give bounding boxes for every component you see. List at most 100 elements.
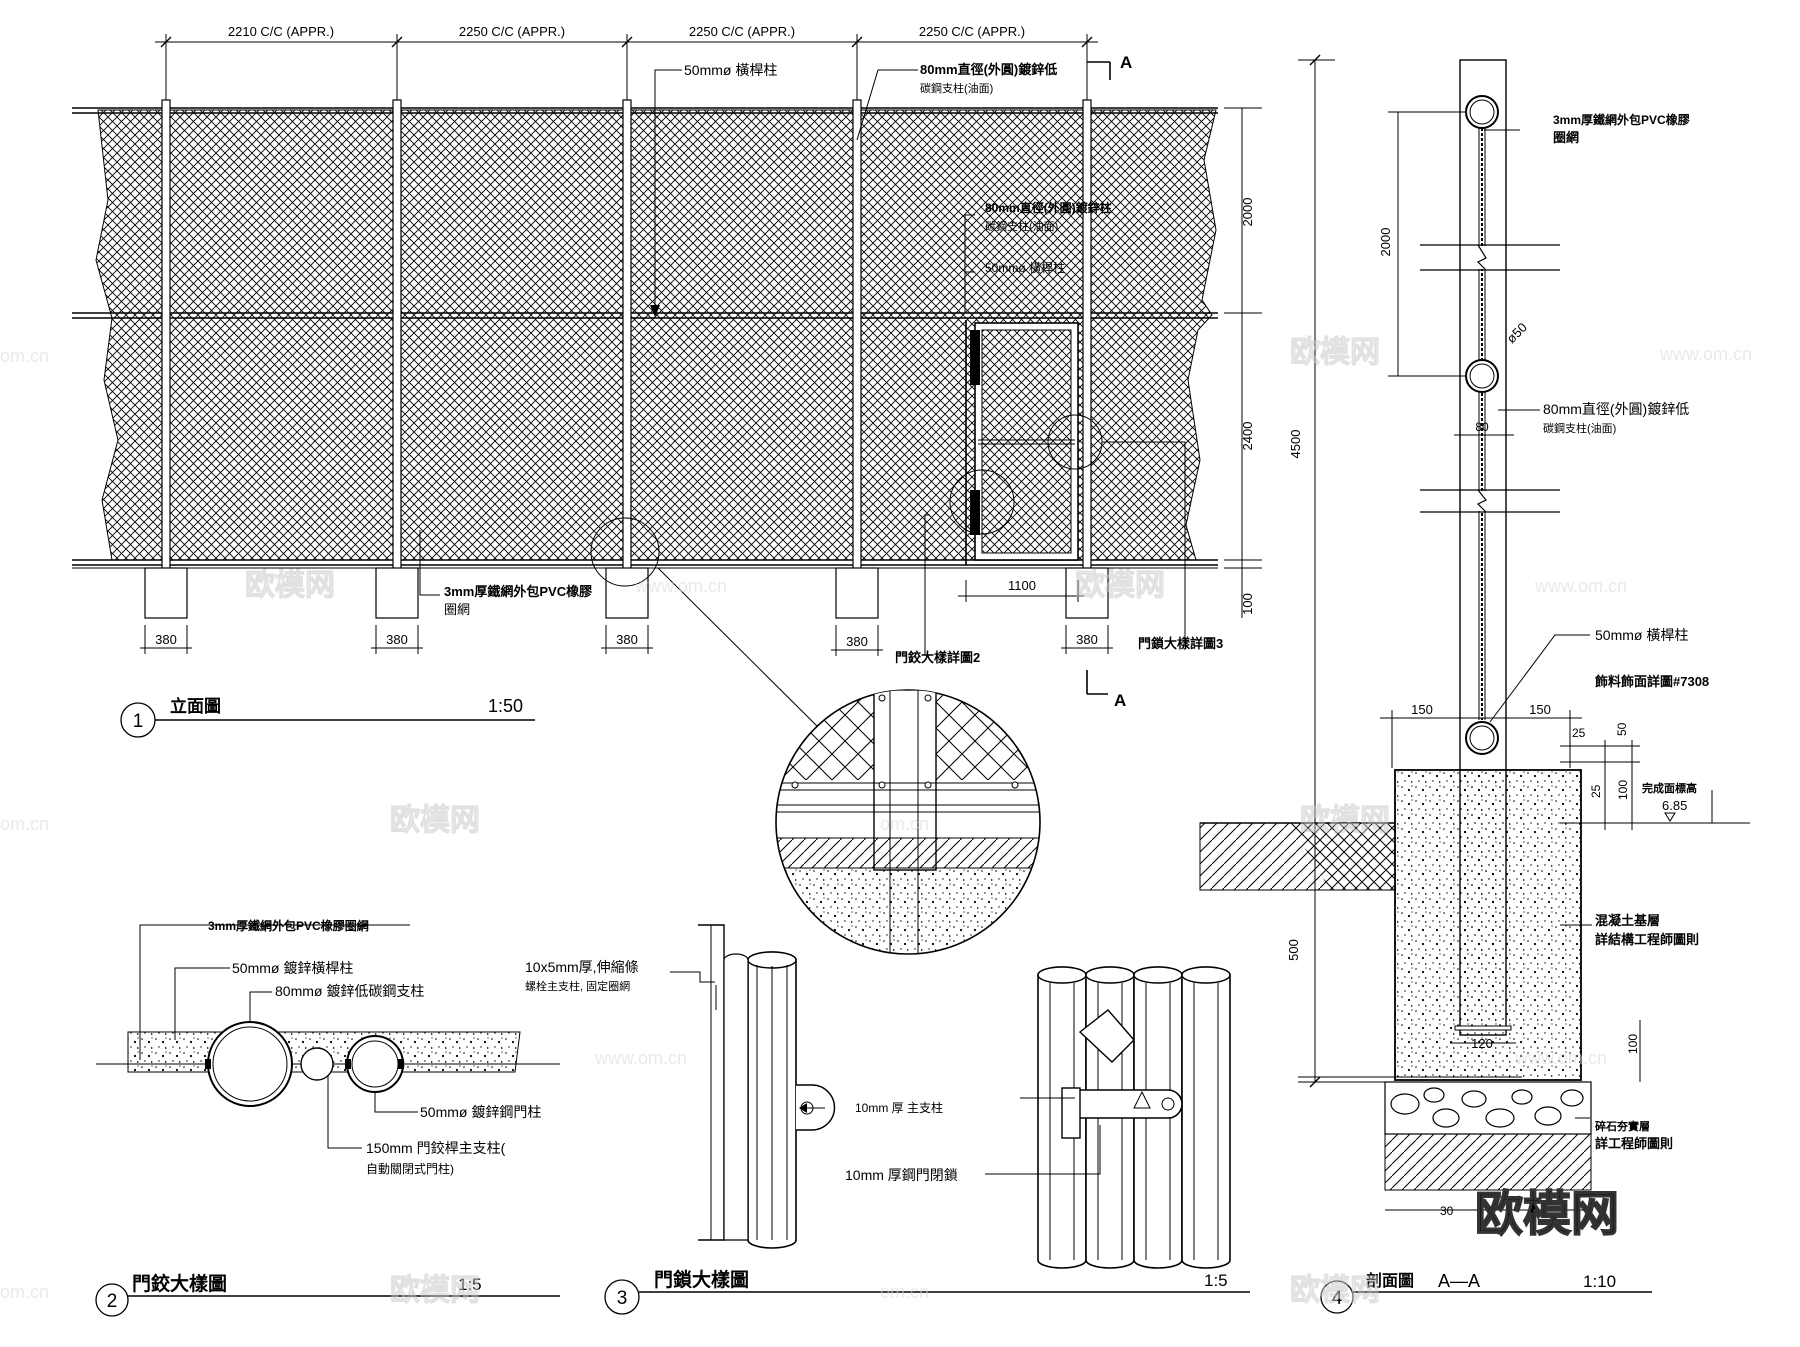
footing (144, 567, 188, 619)
drawing-scale: 1:5 (1204, 1271, 1228, 1290)
footing (1065, 567, 1109, 619)
watermark-url: www.om.cn (634, 576, 727, 596)
section-dim-80: 80 (1475, 420, 1489, 434)
post-label-2: 碳鋼支柱(油面) (920, 81, 993, 95)
section-post-label-2: 碳鋼支柱(油面) (1543, 421, 1616, 435)
watermark-logo: 欧模网 (390, 804, 480, 837)
mesh-label: 3mm厚鐵網外包PVC橡膠 (444, 584, 592, 599)
gate-post-section (346, 1035, 404, 1093)
drawing-title: 門鎖大樣圖 (654, 1268, 749, 1291)
gate-hinge (970, 330, 980, 385)
drawing-number-circle (1320, 1280, 1354, 1314)
section-name: A—A (1438, 1271, 1480, 1291)
dim-100: 100 (1240, 593, 1255, 615)
lock-band-label: 10x5mm厚,伸縮條 (525, 959, 639, 975)
watermark-url-short: om.cn (880, 1282, 929, 1302)
drawing-title: 剖面圖 (1366, 1271, 1414, 1290)
dim-4500: 4500 (1288, 430, 1303, 459)
hinge-detail-ref: 門鉸大樣詳圖2 (895, 650, 980, 665)
drawing-number-circle (604, 1279, 640, 1315)
footing-dim: 380 (846, 634, 868, 649)
lock-detail-view: 10x5mm厚,伸縮條 螺栓主支柱, 固定圈網 10mm 厚 主支柱 10mm … (525, 924, 1250, 1315)
watermark-url: www.om.cn (594, 1048, 687, 1068)
footing-dim: 380 (155, 632, 177, 647)
hinge-gate-label: 50mmø 鍍鋅鋼門柱 (420, 1104, 541, 1120)
level-value: 6.85 (1662, 798, 1687, 813)
drawing-scale: 1:10 (1583, 1272, 1616, 1291)
dim-100-bottom: 100 (1626, 1034, 1640, 1054)
spacing-label: 2250 C/C (APPR.) (459, 24, 565, 39)
watermark-url-short: om.cn (880, 814, 929, 834)
watermark-logo: 欧模网 (390, 1274, 480, 1307)
post-label: 80mm直徑(外圓)鍍鋅低 (920, 62, 1057, 77)
watermark-url-short: om.cn (0, 1282, 49, 1302)
section-rails (1465, 95, 1499, 755)
section-aa-view: 4500 500 (1199, 54, 1750, 1314)
hinge-detail-view: 3mm厚鐵網外包PVC橡膠圈網 50mmø 鍍鋅橫桿柱 80mmø 鍍鋅低碳鋼支… (95, 918, 560, 1317)
watermark-logo: 欧模网 (245, 569, 335, 602)
footing-dim: 380 (1076, 632, 1098, 647)
gravel-label-2: 詳工程師圖則 (1595, 1136, 1673, 1151)
lock-plate-label: 10mm 厚 主支柱 (855, 1100, 943, 1115)
watermark-logo: 欧模网 (1300, 804, 1390, 837)
section-rail-label: 50mmø 橫桿柱 (1595, 627, 1688, 643)
dim-50: 50 (1615, 722, 1629, 736)
hinge-rod-section (300, 1047, 334, 1081)
footing-dimensions: 380 380 380 380 380 (140, 625, 1113, 656)
watermark-url-short: om.cn (0, 814, 49, 834)
dim-30: 30 (1440, 1204, 1454, 1218)
watermark-url: www.om.cn (1514, 1048, 1607, 1068)
footing (375, 567, 419, 619)
dim-100-side: 100 (1616, 780, 1630, 800)
post-footings (144, 567, 1109, 619)
post-80-section (207, 1021, 293, 1107)
section-dia-50: ø50 (1504, 320, 1530, 346)
section-marker-bottom: A (1114, 691, 1126, 710)
rail-label: 50mmø 橫桿柱 (684, 62, 777, 78)
drawing-title: 立面圖 (170, 696, 221, 716)
gate-rail-label: 50mmø 橫桿柱 (985, 260, 1065, 275)
dim-25-side: 25 (1589, 784, 1603, 798)
watermark-logo-large: 欧模网 (1475, 1188, 1619, 1241)
drawing-scale: 1:5 (458, 1275, 482, 1294)
drawing-scale: 1:50 (488, 696, 523, 716)
concrete-label-2: 詳結構工程師圖則 (1595, 932, 1699, 947)
spacing-label: 2250 C/C (APPR.) (689, 24, 795, 39)
watermark-logo: 欧模网 (1290, 336, 1380, 369)
spacing-dimensions: 2210 C/C (APPR.) 2250 C/C (APPR.) 2250 C… (155, 24, 1098, 100)
dim-2400: 2400 (1240, 422, 1255, 451)
drawing-number: 2 (107, 1291, 118, 1312)
footing (605, 567, 649, 619)
drawing-number: 4 (1332, 1288, 1343, 1309)
hinge-rail-label: 50mmø 鍍鋅橫桿柱 (232, 960, 353, 976)
footing-dim: 380 (616, 632, 638, 647)
section-finish-label: 飾料飾面詳圖#7308 (1595, 674, 1709, 689)
mesh-label-2: 圈網 (444, 602, 470, 617)
gate-width-dim: 1100 (1008, 578, 1036, 593)
drawing-number: 1 (133, 711, 144, 732)
hinge-post-label: 80mmø 鍍鋅低碳鋼支柱 (275, 983, 424, 999)
watermarks: 欧模网 欧模网 欧模网 欧模网 欧模网 欧模网 欧模网 www.om.cn ww… (0, 336, 1752, 1308)
gate (965, 320, 1079, 565)
gravel-layer (1384, 1081, 1592, 1135)
lock-band-label-2: 螺栓主支柱, 固定圈網 (525, 979, 630, 993)
watermark-url-short: om.cn (0, 346, 49, 366)
concrete-label: 混凝土基層 (1595, 913, 1660, 928)
watermark-logo: 欧模网 (1075, 569, 1165, 602)
dim-2000: 2000 (1240, 198, 1255, 227)
fence-post (622, 99, 632, 586)
section-dim-2000: 2000 (1378, 228, 1393, 257)
watermark-logo: 欧模网 (1290, 1274, 1380, 1307)
gate-hinge (970, 490, 980, 535)
dim-120: 120 (1471, 1036, 1493, 1051)
dim-150-left: 150 (1411, 702, 1433, 717)
section-mesh-label: 3mm厚鐵網外包PVC橡膠 (1553, 112, 1690, 127)
elevation-view: 2210 C/C (APPR.) 2250 C/C (APPR.) 2250 C… (72, 24, 1262, 738)
level-label: 完成面標高 (1642, 781, 1697, 795)
lock-closure-label: 10mm 厚鋼門閉鎖 (845, 1167, 958, 1183)
hinge-rod-label-2: 自動關閉式門柱) (366, 1161, 454, 1176)
section-marker-top: A (1120, 53, 1132, 72)
fence-post (161, 99, 171, 586)
dim-150-right: 150 (1529, 702, 1551, 717)
